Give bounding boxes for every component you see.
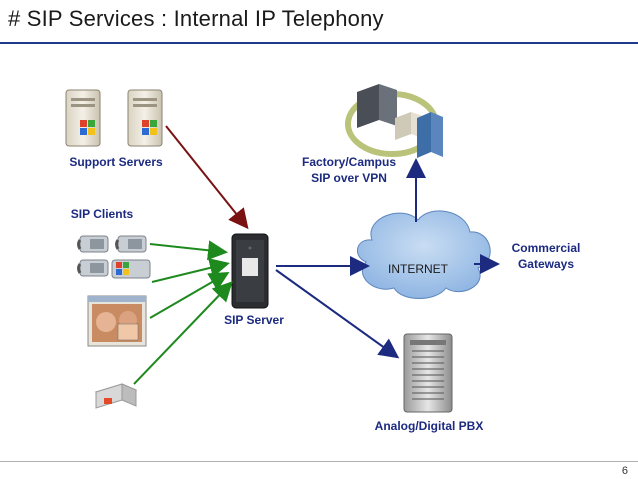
footer-divider [0,461,638,462]
sip-server-icon [231,233,269,309]
support-to-server-arrow [165,125,249,230]
ip-phone-icon [77,259,109,277]
server-to-pbx-arrow [275,269,400,359]
title-divider [0,42,638,44]
pbx-label: Analog/Digital PBX [374,419,484,433]
factory-buildings-icon [345,84,443,158]
factory-campus-line1: Factory/Campus [301,155,397,169]
phones-to-server-arrow [149,240,228,261]
softphone-to-server-arrow [151,258,230,283]
video-client-icon [87,295,147,347]
page-number: 6 [621,465,628,477]
internet-label: INTERNET [388,262,448,276]
internet-cloud-icon [357,210,491,299]
commercial-line2: Gateways [517,257,575,271]
printer-to-server-arrow [133,281,233,385]
ip-phone-icon [77,235,109,253]
factory-campus-label: Factory/Campus SIP over VPN [284,154,414,186]
sip-server-label: SIP Server [224,313,284,327]
printer-icon [94,383,138,409]
support-servers-label: Support Servers [69,155,163,169]
sip-clients-label: SIP Clients [70,207,134,221]
commercial-gateways-label: Commercial Gateways [496,240,596,272]
support-server-icon [65,89,101,147]
support-server-icon [127,89,163,147]
ip-phone-icon [115,235,147,253]
slide-title: # SIP Services : Internal IP Telephony [8,6,384,31]
factory-campus-line2: SIP over VPN [311,171,387,185]
pbx-icon [403,333,453,413]
commercial-line1: Commercial [511,241,581,255]
softphone-windows-icon [111,259,151,279]
